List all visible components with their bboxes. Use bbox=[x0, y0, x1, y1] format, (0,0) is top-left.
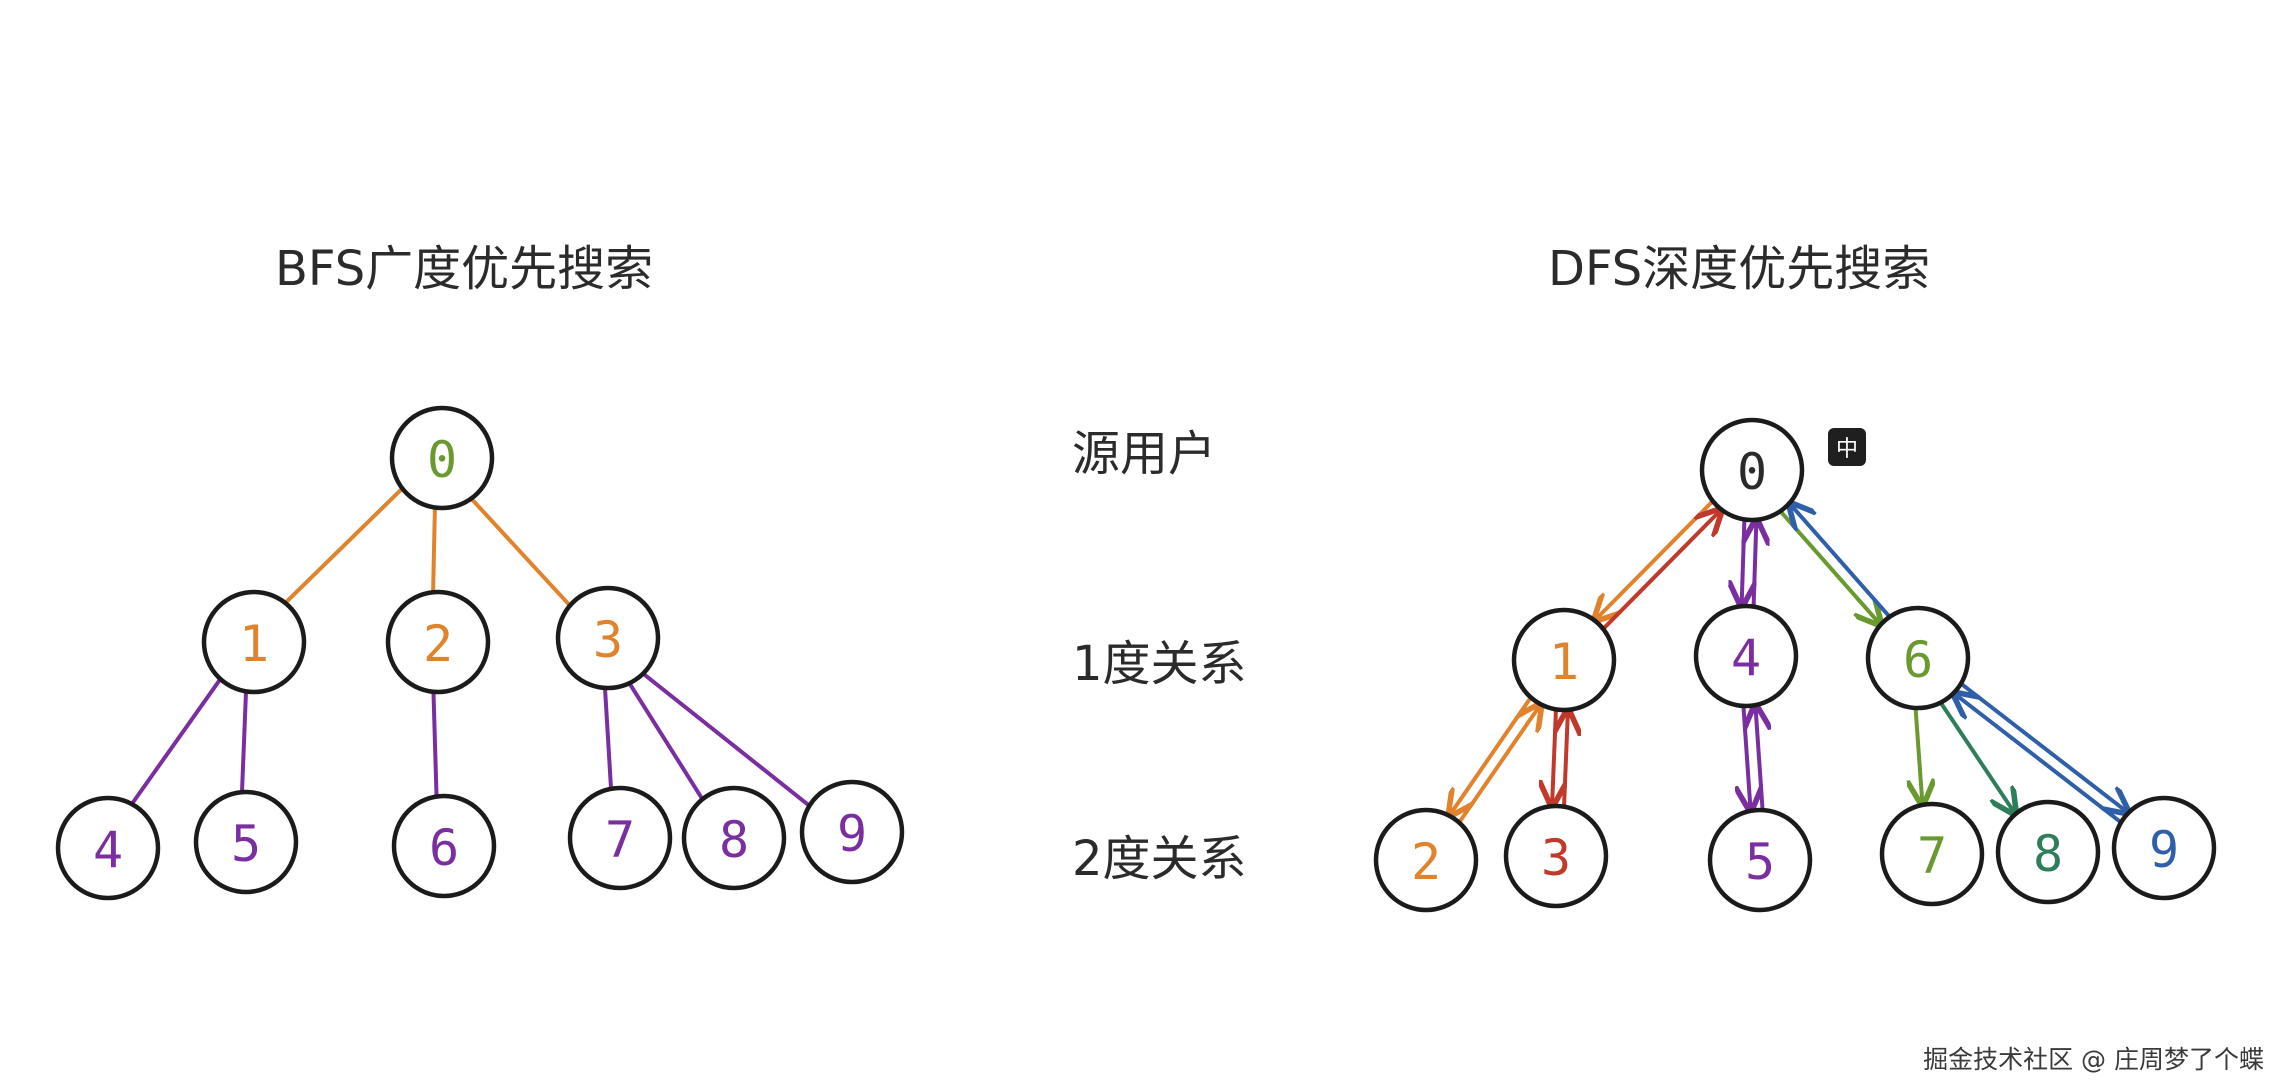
bfs-node-circle bbox=[555, 585, 661, 691]
dfs-node-label: 9 bbox=[2149, 821, 2179, 879]
dfs-node-circle bbox=[1373, 807, 1479, 913]
watermark: 掘金技术社区 @ 庄周梦了个蝶 bbox=[1923, 1045, 2264, 1074]
dfs-node-label: 4 bbox=[1731, 629, 1761, 687]
dfs-edge-d0-d1 bbox=[1595, 499, 1715, 620]
dfs-node-circle bbox=[1995, 799, 2101, 905]
dfs-node-circle bbox=[1879, 801, 1985, 907]
bfs-node-circle bbox=[389, 405, 495, 511]
dfs-edge-d1-d3 bbox=[1552, 707, 1556, 806]
dfs-node-3: 3 bbox=[1503, 803, 1609, 909]
bfs-node-label: 0 bbox=[427, 431, 457, 489]
bfs-node-circle bbox=[55, 795, 161, 901]
bfs-node-label: 1 bbox=[239, 615, 269, 673]
bfs-edge-b0-b2 bbox=[431, 505, 437, 594]
bfs-node-label: 8 bbox=[719, 811, 749, 869]
bfs-edge-b1-b5 bbox=[240, 689, 249, 794]
bfs-node-1: 1 bbox=[201, 589, 307, 695]
bfs-node-9: 9 bbox=[799, 779, 905, 885]
dfs-node-label: 0 bbox=[1737, 443, 1767, 501]
dfs-node-label: 7 bbox=[1917, 827, 1947, 885]
dfs-node-9: 9 bbox=[2111, 795, 2217, 901]
bfs-edge-b3-b9 bbox=[641, 671, 812, 808]
dfs-edge-d6-d0 bbox=[1790, 504, 1892, 619]
dfs-node-circle bbox=[1707, 807, 1813, 913]
dfs-node-label: 1 bbox=[1549, 633, 1579, 691]
dfs-node-7: 7 bbox=[1879, 801, 1985, 907]
bfs-title: BFS广度优先搜索 bbox=[275, 241, 653, 297]
bfs-node-2: 2 bbox=[385, 589, 491, 695]
bfs-node-6: 6 bbox=[391, 793, 497, 899]
dfs-edge-d1-d0 bbox=[1601, 510, 1721, 631]
dfs-edge-d5-d4 bbox=[1755, 705, 1762, 812]
dfs-node-1: 1 bbox=[1511, 607, 1617, 713]
dfs-node-8: 8 bbox=[1995, 799, 2101, 905]
bfs-node-label: 3 bbox=[593, 611, 623, 669]
dfs-node-label: 5 bbox=[1745, 833, 1775, 891]
dfs-edge-d6-d9 bbox=[1959, 681, 2128, 813]
dfs-node-label: 8 bbox=[2033, 825, 2063, 883]
bfs-edge-b3-b7 bbox=[603, 686, 614, 791]
dfs-edge-d6-d7 bbox=[1916, 706, 1923, 804]
dfs-node-circle bbox=[1503, 803, 1609, 909]
bfs-node-3: 3 bbox=[555, 585, 661, 691]
level-label-degree2: 2度关系 bbox=[1072, 831, 1247, 887]
bfs-node-label: 4 bbox=[93, 821, 123, 879]
bfs-node-circle bbox=[681, 785, 787, 891]
dfs-edge-d0-d4 bbox=[1742, 517, 1745, 606]
bfs-node-label: 6 bbox=[429, 819, 459, 877]
dfs-node-label: 3 bbox=[1541, 829, 1571, 887]
dfs-node-6: 6 bbox=[1865, 605, 1971, 711]
dfs-node-circle bbox=[1699, 417, 1805, 523]
bfs-node-label: 9 bbox=[837, 805, 867, 863]
dfs-node-0: 0 bbox=[1699, 417, 1805, 523]
dfs-title: DFS深度优先搜索 bbox=[1548, 241, 1930, 297]
dfs-edge-d3-d1 bbox=[1564, 710, 1568, 809]
bfs-node-8: 8 bbox=[681, 785, 787, 891]
bfs-node-label: 2 bbox=[423, 615, 453, 673]
dfs-node-circle bbox=[1865, 605, 1971, 711]
bfs-edge-b0-b1 bbox=[283, 486, 405, 605]
bfs-node-circle bbox=[799, 779, 905, 885]
bfs-node-7: 7 bbox=[567, 785, 673, 891]
dfs-node-4: 4 bbox=[1693, 603, 1799, 709]
bfs-node-circle bbox=[385, 589, 491, 695]
dfs-edge-d4-d0 bbox=[1754, 520, 1757, 609]
dfs-node-label: 6 bbox=[1903, 631, 1933, 689]
bfs-edge-b3-b8 bbox=[627, 681, 705, 801]
bfs-node-0: 0 bbox=[389, 405, 495, 511]
dfs-nodes: 0 1 4 6 2 3 5 7 8 9 bbox=[1373, 417, 2217, 913]
dfs-node-2: 2 bbox=[1373, 807, 1479, 913]
dfs-edge-d9-d6 bbox=[1954, 693, 2123, 825]
bfs-node-circle bbox=[193, 789, 299, 895]
bfs-node-5: 5 bbox=[193, 789, 299, 895]
bfs-node-circle bbox=[391, 793, 497, 899]
bfs-node-4: 4 bbox=[55, 795, 161, 901]
bfs-edge-b1-b4 bbox=[130, 677, 223, 806]
dfs-node-5: 5 bbox=[1707, 807, 1813, 913]
dfs-node-circle bbox=[1511, 607, 1617, 713]
ime-indicator-badge: 中 bbox=[1828, 428, 1866, 466]
dfs-edge-d2-d1 bbox=[1457, 705, 1540, 825]
bfs-edge-b2-b6 bbox=[431, 690, 439, 799]
dfs-edge-d6-d8 bbox=[1938, 700, 2015, 814]
bfs-edges bbox=[130, 486, 812, 808]
bfs-node-circle bbox=[201, 589, 307, 695]
dfs-edges bbox=[1449, 499, 2128, 825]
dfs-node-circle bbox=[1693, 603, 1799, 709]
bfs-nodes: 0 1 2 3 4 5 6 7 8 9 bbox=[55, 405, 905, 901]
level-label-degree1: 1度关系 bbox=[1072, 636, 1247, 692]
dfs-node-circle bbox=[2111, 795, 2217, 901]
dfs-edge-d4-d5 bbox=[1743, 704, 1750, 810]
bfs-node-label: 5 bbox=[231, 815, 261, 873]
level-label-source: 源用户 bbox=[1072, 426, 1216, 482]
bfs-node-label: 7 bbox=[605, 811, 635, 869]
bfs-edge-b0-b3 bbox=[469, 496, 572, 608]
bfs-node-circle bbox=[567, 785, 673, 891]
dfs-edge-d0-d6 bbox=[1778, 509, 1881, 624]
dfs-node-label: 2 bbox=[1411, 833, 1441, 891]
dfs-edge-d1-d2 bbox=[1449, 695, 1533, 816]
